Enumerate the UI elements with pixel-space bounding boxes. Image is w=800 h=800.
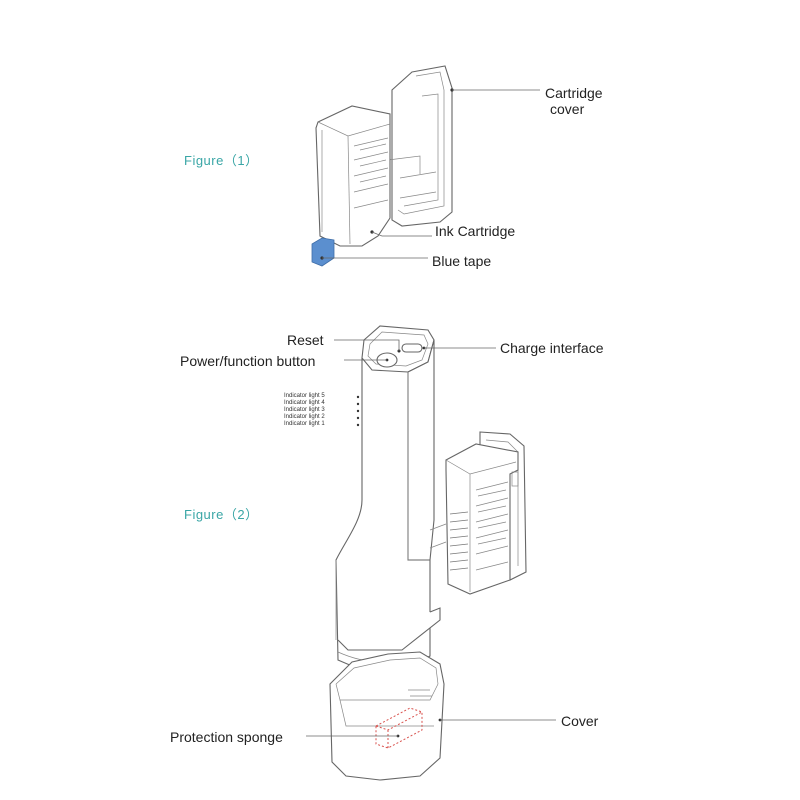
figure1-leader-lines [320,88,540,260]
figure1-title: Figure（1） [184,153,259,168]
power-button-label: Power/function button [180,353,316,369]
ink-cartridge-label: Ink Cartridge [435,223,516,239]
indicator-light-5-label: Indicator light 5 [284,393,325,399]
figure2-cartridge-drawing [429,431,527,595]
protection-sponge-drawing [375,707,423,749]
blue-tape-label: Blue tape [432,253,492,269]
ink-cartridge-drawing [315,105,391,247]
blue-tape-drawing [311,237,335,267]
cover-drawing [329,651,445,781]
indicator-light-4-label: Indicator light 4 [284,400,325,406]
figure2-title: Figure（2） [184,507,259,522]
reset-label: Reset [287,332,324,348]
cartridge-cover-label-line1: Cartridge [545,85,603,101]
main-device-drawing [335,325,441,667]
indicator-light-2-label: Indicator light 2 [284,414,325,420]
protection-sponge-label: Protection sponge [170,729,283,745]
cartridge-cover-drawing [387,65,453,227]
charge-interface-label: Charge interface [500,340,604,356]
figure2-leader-lines [306,339,556,738]
cover-label: Cover [561,713,599,729]
indicator-light-3-label: Indicator light 3 [284,407,325,413]
indicator-light-1-label: Indicator light 1 [284,421,325,427]
cartridge-cover-label-line2: cover [550,101,585,117]
